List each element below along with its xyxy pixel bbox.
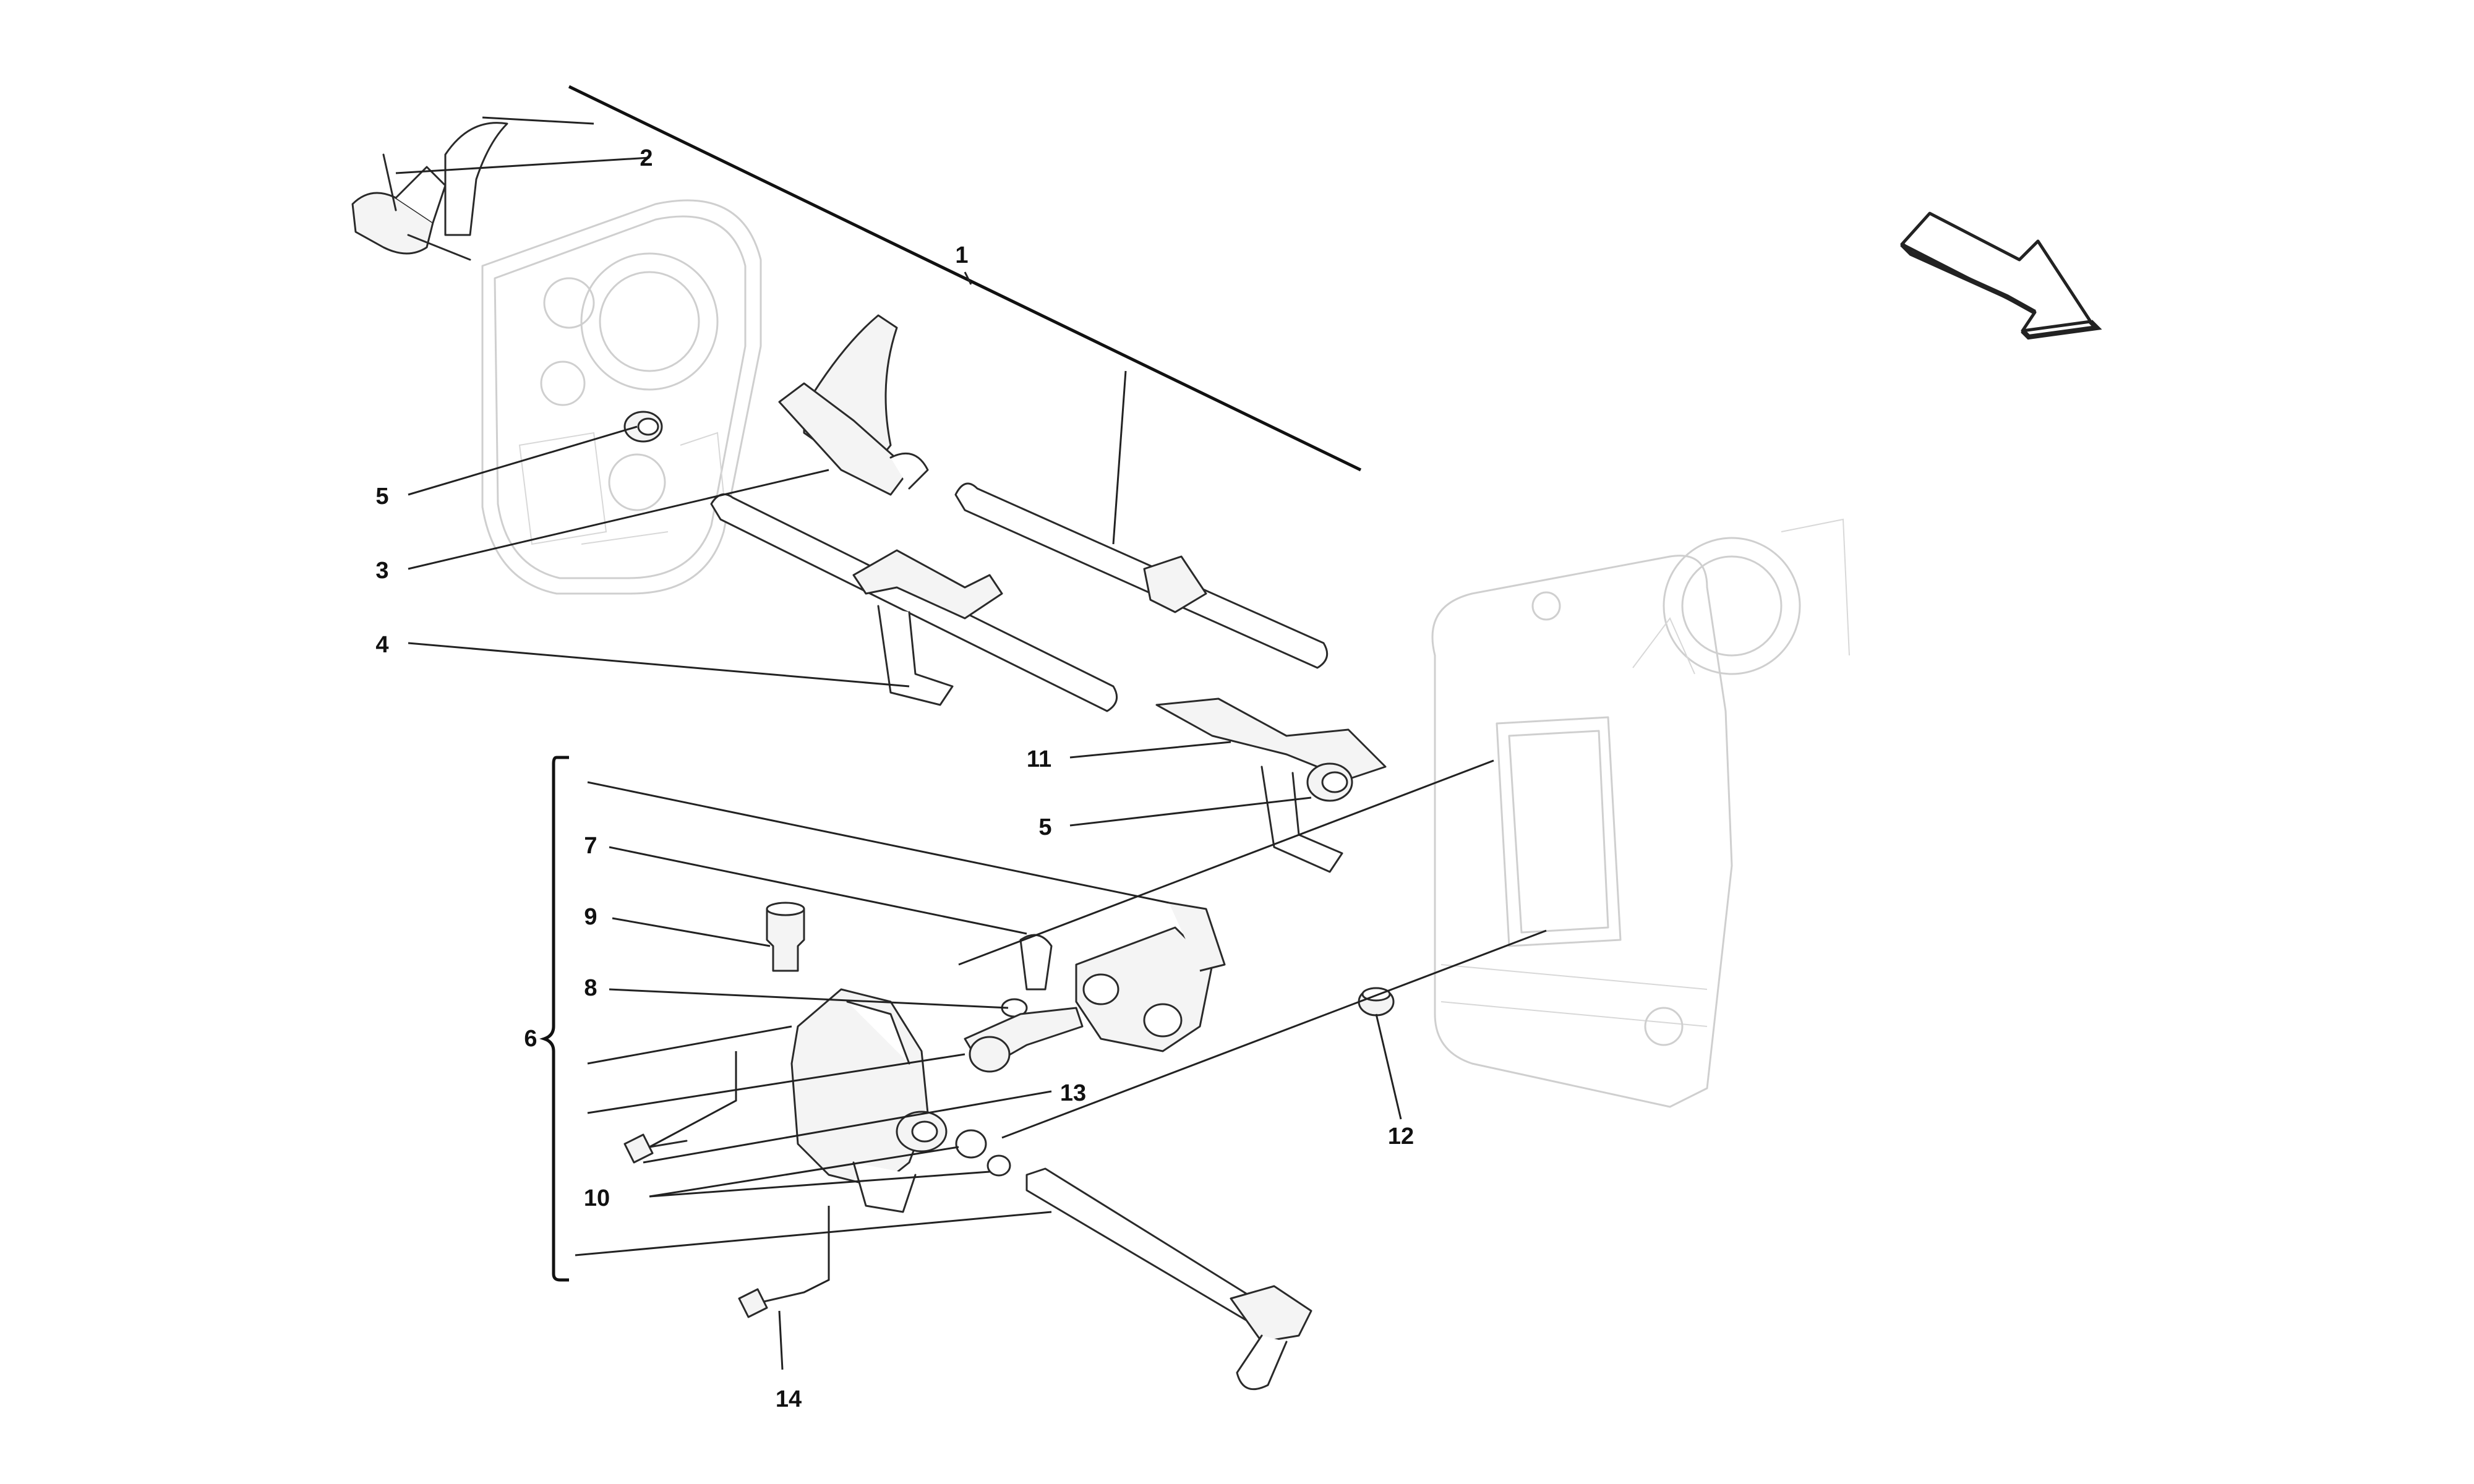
- callout-3: 3: [375, 558, 388, 584]
- group-bracket-6: [539, 756, 569, 1282]
- callout-4: 4: [375, 632, 388, 658]
- bushing-5-upper: [623, 411, 663, 443]
- callouts: 1 2 5 3 4 11 5 7 9 8 6 13 10 12 14: [375, 145, 1414, 1412]
- callout-5-lower: 5: [1038, 814, 1051, 840]
- callout-7: 7: [584, 833, 597, 859]
- callout-12: 12: [1388, 1124, 1414, 1149]
- callout-2: 2: [640, 145, 653, 171]
- callout-13: 13: [1060, 1080, 1086, 1106]
- shift-fork-3: [778, 314, 929, 496]
- callout-9: 9: [584, 904, 597, 930]
- leader-lines: [395, 85, 1547, 1370]
- callout-1: 1: [955, 242, 968, 268]
- callout-11: 11: [1027, 746, 1051, 772]
- shift-fork-11: [1155, 697, 1387, 873]
- selector-assembly: [623, 902, 1312, 1391]
- bushing-12: [1358, 987, 1395, 1017]
- shift-rod-upper: [954, 482, 1329, 669]
- direction-arrow-icon: [1900, 211, 2102, 340]
- callout-8: 8: [584, 975, 597, 1001]
- bushing-5-lower: [1306, 762, 1353, 802]
- callout-5-upper: 5: [375, 484, 388, 510]
- transmission-housing-ghost: [1431, 518, 1850, 1108]
- callout-10: 10: [584, 1185, 610, 1211]
- gearbox-cover-ghost: [481, 199, 762, 595]
- shift-fork-top: [351, 122, 508, 261]
- callout-6: 6: [524, 1026, 537, 1052]
- shift-fork-4: [852, 549, 1003, 706]
- callout-14: 14: [776, 1386, 802, 1412]
